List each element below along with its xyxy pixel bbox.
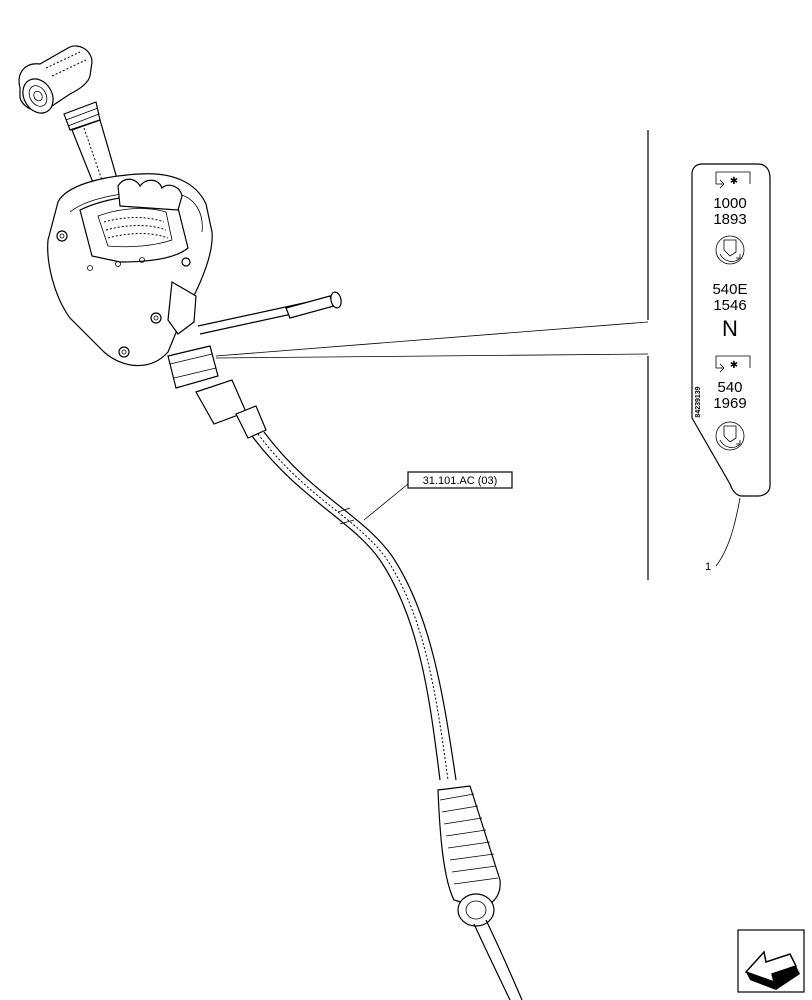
- lever-position-icon: [715, 235, 745, 265]
- reference-label: 31.101.AC (03): [423, 475, 498, 487]
- speed-1000: 1000: [713, 195, 746, 212]
- decal-part-number: 84239139: [695, 386, 702, 417]
- item-leader: [715, 497, 741, 567]
- reference-label-box: [407, 471, 513, 489]
- pto-lever-assembly: [18, 45, 342, 439]
- pto-rotation-icon: ✱: [715, 355, 751, 373]
- control-cable: [251, 431, 523, 1000]
- decal-outline: [691, 163, 771, 497]
- speed-1546: 1546: [713, 297, 746, 314]
- item-number: 1: [705, 561, 711, 573]
- speed-1969: 1969: [713, 395, 746, 412]
- linkage-rod: [197, 291, 342, 335]
- cable-outlet: [167, 345, 219, 389]
- navigation-arrow-icon[interactable]: [737, 929, 805, 993]
- speed-540e: 540E: [712, 281, 747, 298]
- shift-housing: [47, 173, 213, 367]
- detail-view: ✱ 1000 1893 540E 1546 N ✱ 540 1969: [215, 130, 771, 580]
- speed-540: 540: [717, 379, 742, 396]
- svg-text:✱: ✱: [730, 176, 738, 187]
- lever-knob: [18, 45, 93, 114]
- lever-position-icon: [715, 421, 745, 451]
- reference-callout: 31.101.AC (03): [363, 471, 513, 521]
- neutral-label: N: [722, 316, 738, 341]
- cable-boot: [437, 785, 523, 1000]
- svg-text:✱: ✱: [730, 360, 738, 371]
- pto-rotation-icon: ✱: [715, 171, 751, 189]
- speed-1893: 1893: [713, 211, 746, 228]
